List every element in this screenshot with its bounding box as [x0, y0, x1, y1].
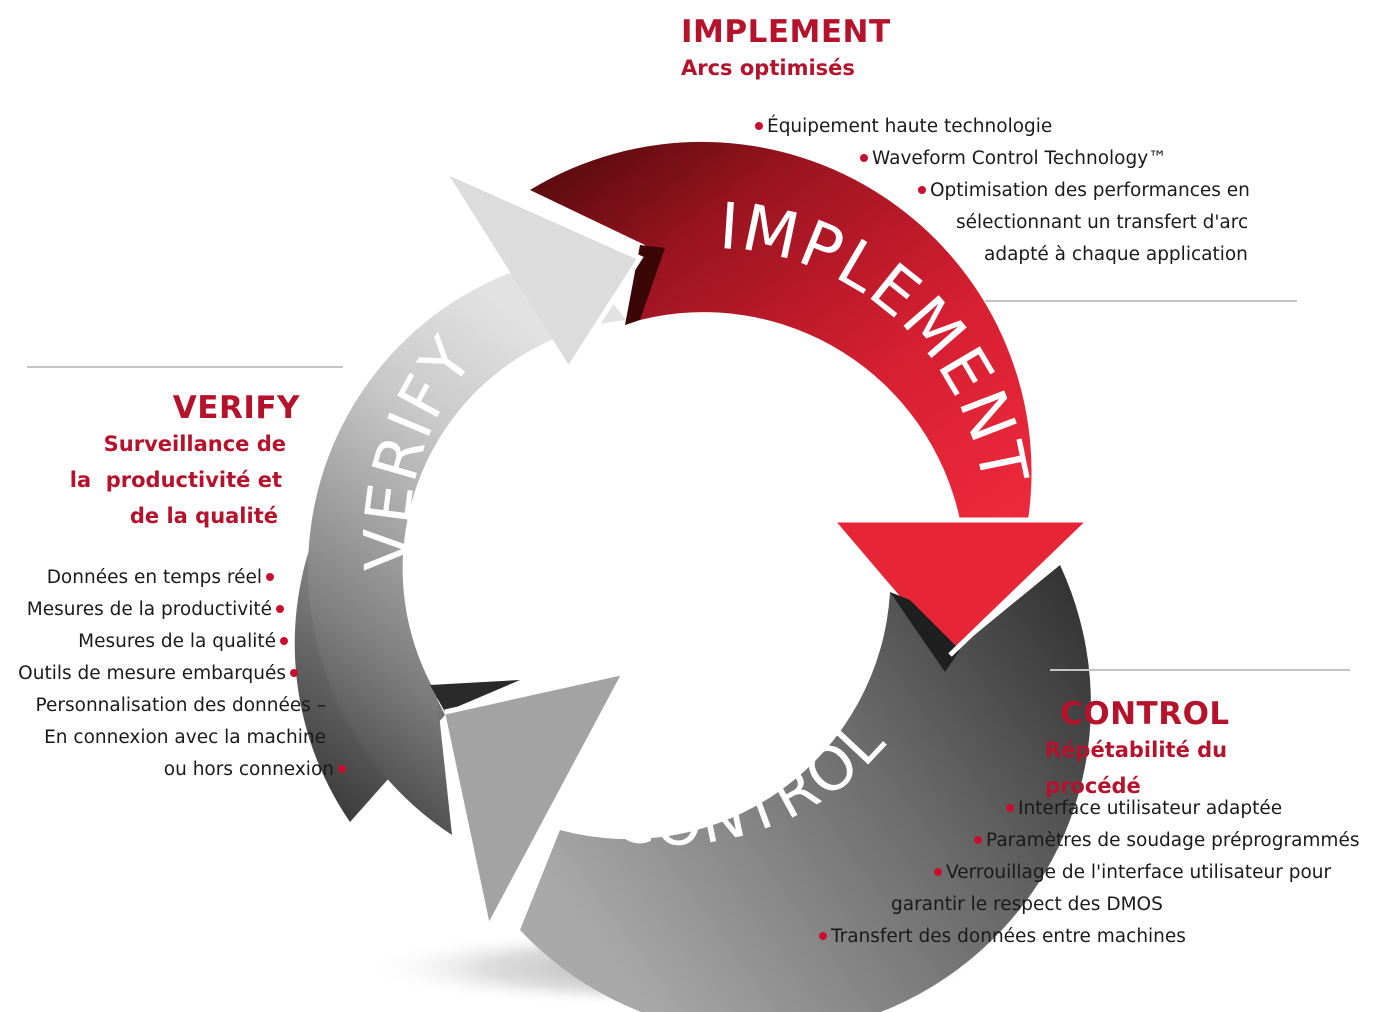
verify-bullet: Personnalisation des données –	[35, 695, 327, 716]
segment-separator	[445, 169, 644, 369]
control-section: CONTROL Répétabilité du procédé	[1045, 696, 1330, 804]
bullet-dot-icon	[1006, 803, 1014, 812]
bullet-dot-icon	[280, 636, 288, 645]
control-bullet-continuation: garantir le respect des DMOS	[891, 894, 1163, 915]
segment-separator	[444, 668, 630, 927]
bullet-dot-icon	[755, 121, 763, 130]
verify-title: VERIFY	[172, 390, 300, 426]
control-bullet: Transfert des données entre machines	[815, 921, 1359, 953]
bullet-dot-icon	[819, 931, 827, 940]
verify-bullet: Mesures de la qualité	[0, 626, 350, 658]
implement-bullet-list: Équipement haute technologie Waveform Co…	[751, 111, 1250, 271]
bullet-dot-icon	[934, 867, 942, 876]
bullet-dot-icon	[974, 835, 982, 844]
implement-arrow-inner-fold	[625, 245, 665, 325]
verify-bullet-list: Données en temps réel Mesures de la prod…	[0, 562, 350, 786]
verify-cycle-label: VERIFY	[350, 323, 488, 572]
verify-subtitle-line: la productivité et	[69, 468, 282, 492]
verify-section: VERIFY Surveillance de la productivité e…	[60, 390, 300, 534]
implement-subtitle: Arcs optimisés	[681, 56, 855, 80]
control-arrow-body	[520, 565, 1091, 1012]
verify-bullet-continuation: ou hors connexion	[0, 754, 350, 786]
bullet-dot-icon	[918, 185, 926, 194]
implement-bullet: Équipement haute technologie	[751, 111, 1250, 143]
implement-arrow-head	[835, 520, 1090, 655]
control-bullet-list: Interface utilisateur adaptée Paramètres…	[815, 793, 1359, 953]
implement-title: IMPLEMENT	[681, 14, 891, 50]
control-title: CONTROL	[1060, 696, 1230, 732]
bullet-dot-icon	[860, 153, 868, 162]
verify-bullet: Mesures de la productivité	[0, 594, 350, 626]
verify-subtitle-line: de la qualité	[129, 504, 278, 528]
verify-subtitle-line: Surveillance de	[103, 432, 286, 456]
verify-bullet: Données en temps réel	[0, 562, 350, 594]
verify-bullet-continuation: En connexion avec la machine	[44, 727, 326, 748]
implement-section: IMPLEMENT Arcs optimisés	[681, 14, 891, 86]
segment-separator	[835, 517, 1097, 657]
implement-bullet: Optimisation des performances en	[751, 175, 1250, 207]
verify-arrow-body	[308, 255, 626, 835]
bullet-dot-icon	[276, 604, 284, 613]
control-arrow-fold	[430, 680, 520, 712]
control-bullet: Paramètres de soudage préprogrammés	[815, 825, 1359, 857]
verify-arrow-head	[447, 172, 640, 367]
bullet-dot-icon	[266, 572, 274, 581]
control-arrow-head	[445, 672, 625, 925]
bullet-dot-icon	[338, 764, 346, 773]
bullet-dot-icon	[290, 668, 298, 677]
implement-bullet: Waveform Control Technology™	[751, 143, 1250, 175]
control-bullet: Verrouillage de l'interface utilisateur …	[815, 857, 1359, 889]
control-bullet: Interface utilisateur adaptée	[815, 793, 1359, 825]
implement-bullet-continuation: adapté à chaque application	[984, 244, 1248, 265]
control-arrow-inner-fold	[890, 592, 960, 672]
control-subtitle: Répétabilité du procédé	[1045, 738, 1228, 798]
implement-bullet-continuation: sélectionnant un transfert d'arc	[956, 212, 1249, 233]
verify-bullet: Outils de mesure embarqués	[0, 658, 350, 690]
implement-arrow-body	[530, 141, 1032, 520]
